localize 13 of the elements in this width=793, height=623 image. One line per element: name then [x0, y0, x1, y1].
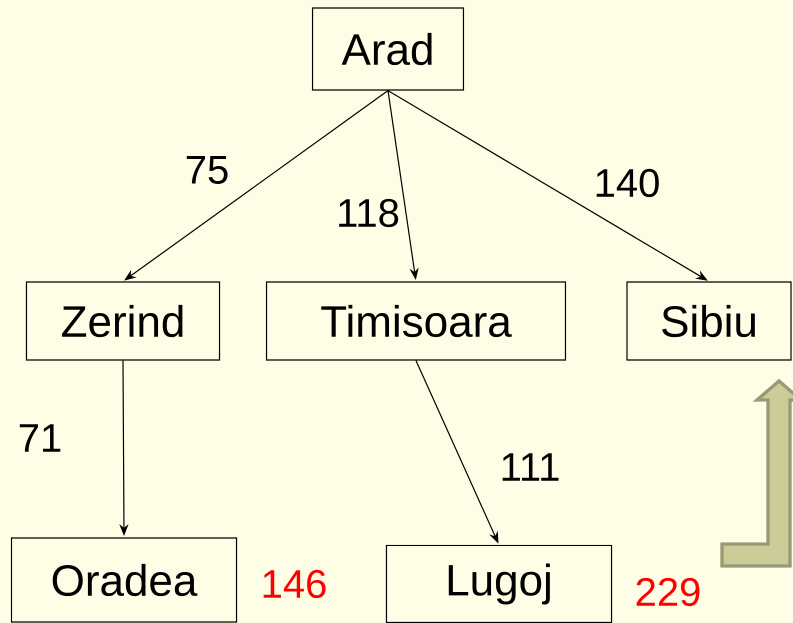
- city-box: Lugoj: [386, 544, 612, 623]
- edge-label: 140: [592, 168, 662, 198]
- city-box: Zerind: [26, 281, 220, 361]
- cost-label: 146: [264, 570, 326, 598]
- city-box: Oradea: [10, 537, 238, 623]
- city-box: Sibiu: [626, 281, 792, 361]
- edge-label: 111: [498, 452, 562, 482]
- edge-label: 75: [183, 154, 231, 186]
- edge-label: 71: [16, 422, 64, 454]
- city-box: Arad: [312, 7, 464, 91]
- cost-label: 229: [636, 578, 700, 606]
- edge-label: 118: [334, 198, 402, 228]
- city-box: Timisoara: [266, 281, 566, 361]
